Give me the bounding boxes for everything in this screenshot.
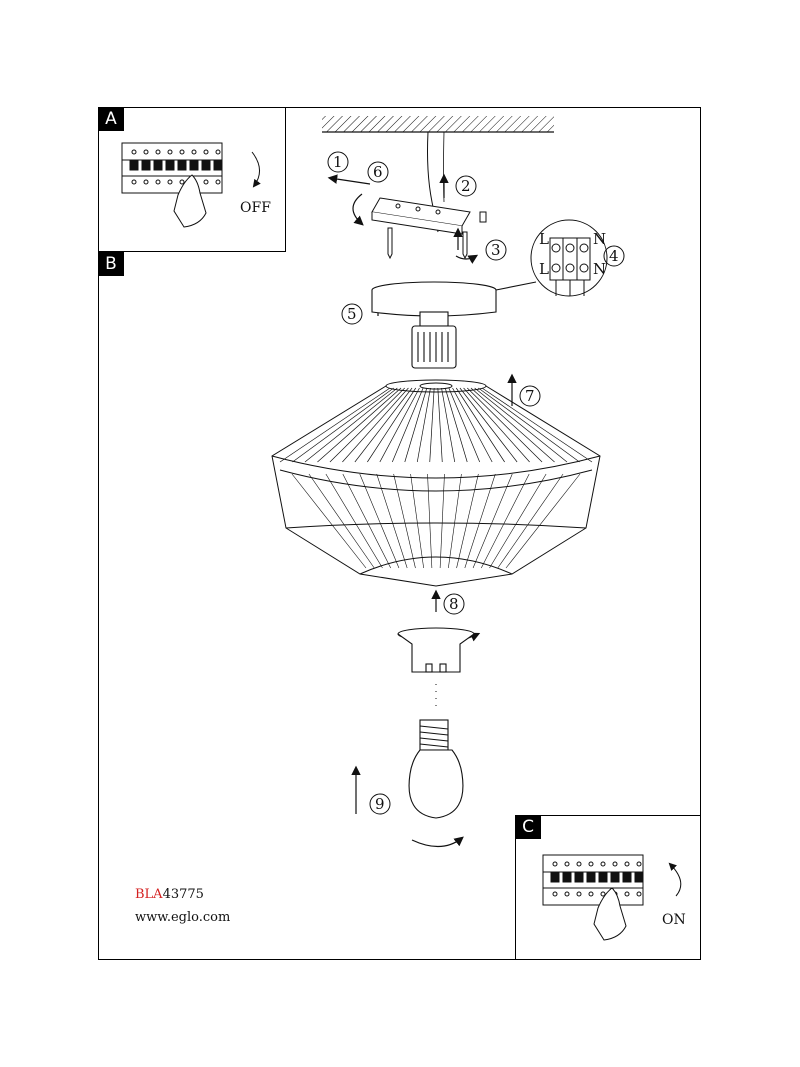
model-number: BLA43775 [135, 887, 204, 902]
breaker-switch [153, 159, 163, 171]
wire-cage-shade [271, 379, 601, 587]
breaker-switch [165, 159, 175, 171]
breaker-switch [189, 159, 199, 171]
step-circle-2 [455, 175, 477, 197]
breaker-switch [141, 159, 151, 171]
terminal-label-n-bottom: N [593, 260, 606, 278]
breaker-switch [574, 871, 584, 883]
screws [387, 227, 468, 260]
breaker-switch [562, 871, 572, 883]
step-circle-7 [519, 385, 541, 407]
light-bulb [408, 719, 464, 819]
terminal-block-detail: L L N N [530, 219, 608, 297]
breaker-switch [634, 871, 644, 883]
step-2: 2 [461, 177, 471, 195]
breaker-switch [610, 871, 620, 883]
panel-c-box [515, 815, 701, 960]
breaker-switch [177, 159, 187, 171]
step-3: 3 [491, 241, 501, 259]
website-link[interactable]: www.eglo.com [135, 910, 231, 925]
step-5: 5 [347, 305, 357, 323]
on-label: ON [662, 912, 686, 928]
step-6: 6 [373, 163, 383, 181]
panel-a-tag: A [98, 107, 124, 131]
terminal-label-n-top: N [593, 230, 606, 248]
ceiling [322, 116, 554, 133]
terminal-label-l-top: L [539, 230, 549, 248]
step-circle-6 [367, 161, 389, 183]
shade-ring [397, 627, 475, 673]
off-label: OFF [240, 200, 271, 216]
model-prefix: BLA [135, 887, 163, 902]
panel-b-tag: B [98, 252, 124, 276]
panel-c-tag: C [515, 815, 541, 839]
breaker-switch [201, 159, 211, 171]
breaker-switch [213, 159, 223, 171]
breaker-switch [598, 871, 608, 883]
ceiling-cable [427, 131, 439, 233]
step-8: 8 [449, 595, 459, 613]
ceiling-canopy [371, 281, 537, 317]
step-7: 7 [525, 387, 535, 405]
breaker-switch [622, 871, 632, 883]
instruction-frame [98, 107, 701, 960]
model-digits: 43775 [162, 887, 204, 902]
step-circle-3 [485, 239, 507, 261]
breaker-panel-off [121, 142, 261, 228]
step-circle-9 [369, 793, 391, 815]
step-circle-8 [443, 593, 465, 615]
breaker-switch [550, 871, 560, 883]
breaker-panel-on [542, 854, 682, 941]
step-4: 4 [609, 247, 619, 265]
lamp-socket [411, 311, 457, 369]
step-circle-4 [603, 245, 625, 267]
breaker-switch [129, 159, 139, 171]
step-circle-5 [341, 303, 363, 325]
step-9: 9 [375, 795, 385, 813]
panel-a-box [98, 107, 286, 252]
terminal-label-l-bottom: L [539, 260, 549, 278]
step-circle-1 [327, 151, 349, 173]
breaker-switch [586, 871, 596, 883]
step-1: 1 [333, 153, 343, 171]
step-arrows [327, 173, 517, 848]
step-labels: 1 2 3 4 5 6 7 8 9 [327, 151, 625, 815]
